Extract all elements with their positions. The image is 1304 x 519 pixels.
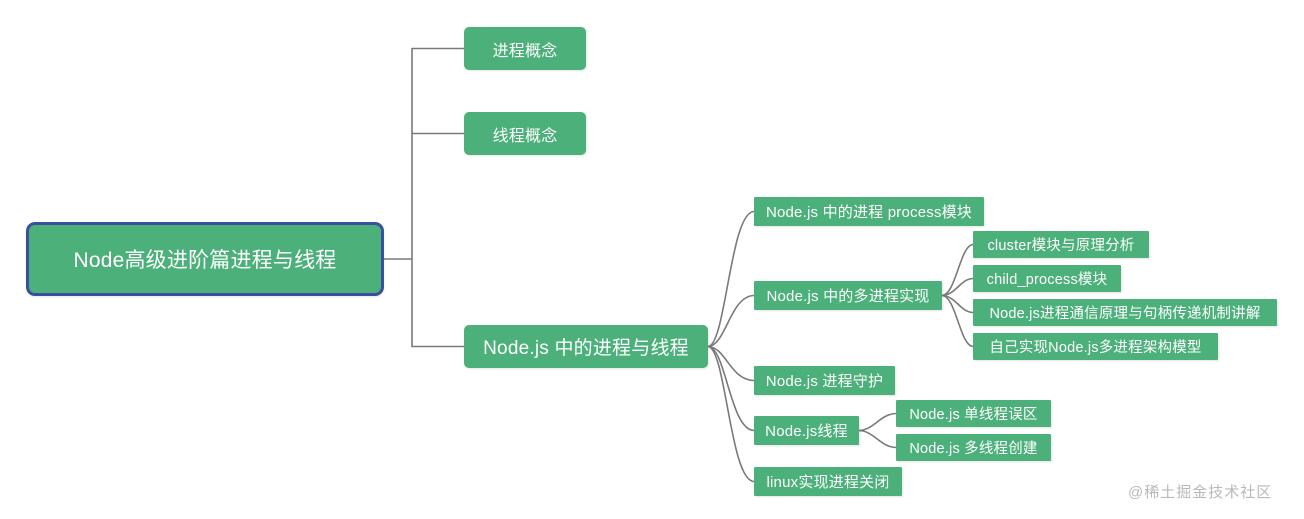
node-cluster-module[interactable]: cluster模块与原理分析 <box>973 231 1149 258</box>
edge-multiprocess-to-child-process <box>941 277 974 297</box>
node-label: Node.js 单线程误区 <box>909 407 1038 423</box>
node-label: Node.js 中的多进程实现 <box>766 288 930 305</box>
node-child-process-module[interactable]: child_process模块 <box>973 265 1121 292</box>
node-process-daemon[interactable]: Node.js 进程守护 <box>754 366 895 395</box>
node-label: Node.js 进程守护 <box>765 373 884 390</box>
edge-multiprocess-to-architecture <box>941 294 974 348</box>
node-label: linux实现进程关闭 <box>766 474 890 491</box>
edge-branch-to-threads <box>707 345 755 432</box>
edge-threads-to-single-thread <box>858 412 897 432</box>
edge-multiprocess-to-cluster <box>941 243 974 297</box>
edge-branch-to-linux-kill <box>707 345 755 483</box>
mindmap-root-node[interactable]: Node高级进阶篇进程与线程 <box>26 222 384 296</box>
edge-threads-to-multi-thread <box>858 429 897 449</box>
edge-branch-to-multiprocess <box>707 294 755 348</box>
node-label: Node.js 中的进程 process模块 <box>765 204 973 221</box>
node-single-thread-misconception[interactable]: Node.js 单线程误区 <box>896 400 1051 427</box>
node-label: 线程概念 <box>492 127 558 145</box>
node-label: 进程概念 <box>492 42 558 60</box>
node-label: Node.js线程 <box>765 423 848 440</box>
node-multi-thread-creation[interactable]: Node.js 多线程创建 <box>896 434 1051 461</box>
node-process-concept[interactable]: 进程概念 <box>464 27 586 70</box>
node-label: cluster模块与原理分析 <box>987 238 1135 254</box>
node-label: Node.js进程通信原理与句柄传递机制讲解 <box>989 306 1261 322</box>
node-process-module[interactable]: Node.js 中的进程 process模块 <box>754 197 984 226</box>
node-label: Node.js 中的进程与线程 <box>483 338 689 359</box>
edge-multiprocess-to-ipc <box>941 294 974 314</box>
node-thread-concept[interactable]: 线程概念 <box>464 112 586 155</box>
node-multiprocess-architecture[interactable]: 自己实现Node.js多进程架构模型 <box>973 333 1218 360</box>
node-label: 自己实现Node.js多进程架构模型 <box>989 340 1202 356</box>
watermark: @稀土掘金技术社区 <box>1128 484 1273 501</box>
edge-branch-to-daemon <box>707 345 755 382</box>
node-ipc-handle-passing[interactable]: Node.js进程通信原理与句柄传递机制讲解 <box>973 299 1277 326</box>
root-node-label: Node高级进阶篇进程与线程 <box>73 249 337 272</box>
node-multiprocess-implementation[interactable]: Node.js 中的多进程实现 <box>754 281 942 310</box>
node-nodejs-process-and-thread[interactable]: Node.js 中的进程与线程 <box>464 325 708 368</box>
node-linux-kill-process[interactable]: linux实现进程关闭 <box>754 467 902 496</box>
node-label: child_process模块 <box>986 272 1108 288</box>
node-label: Node.js 多线程创建 <box>909 441 1038 457</box>
edge-branch-to-process-module <box>707 210 755 348</box>
node-nodejs-threads[interactable]: Node.js线程 <box>754 416 859 445</box>
